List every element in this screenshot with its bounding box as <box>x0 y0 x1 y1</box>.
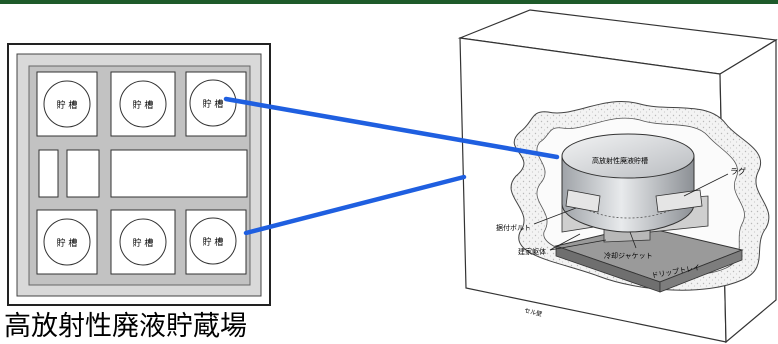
tank-label: 貯 槽 <box>203 236 224 248</box>
tank-label: 貯 槽 <box>57 237 78 249</box>
tank-cell: 貯 槽 <box>110 209 176 275</box>
storage-plan: 貯 槽 貯 槽 貯 槽 貯 槽 貯 槽 貯 槽 <box>7 43 271 306</box>
facility-caption: 高放射性廃液貯蔵場 <box>4 311 247 342</box>
tank-label: 貯 槽 <box>57 99 78 111</box>
tank-label: 貯 槽 <box>133 99 154 111</box>
small-cell <box>66 149 100 198</box>
tank-symbol <box>119 218 167 266</box>
leader-lug <box>683 173 729 197</box>
tank-label: 貯 槽 <box>203 98 224 110</box>
label-tank: 高放射性廃液貯槽 <box>592 156 648 165</box>
tank-top <box>561 133 695 179</box>
tank-symbol <box>43 218 91 266</box>
label-cooling-jacket: 冷却ジャケット <box>604 251 653 260</box>
corridor-cell <box>110 149 248 198</box>
tank-cell: 貯 槽 <box>110 71 176 137</box>
label-lug: ラグ <box>730 166 746 176</box>
label-anchor-bolt: 据付ボルト <box>496 223 531 232</box>
tank-cell: 貯 槽 <box>185 209 247 275</box>
tank-cell: 貯 槽 <box>185 71 247 137</box>
leader-building-body <box>549 233 581 251</box>
tank-cutaway: 高放射性廃液貯槽 ラグ 据付ボルト 建家躯体 冷却ジャケット ドリップトレイ セ… <box>457 9 778 344</box>
tank-cell: 貯 槽 <box>36 209 98 275</box>
connector-line <box>223 96 560 160</box>
header-rule <box>0 0 778 4</box>
drip-tray-edge <box>659 249 743 293</box>
connector-line <box>243 174 467 236</box>
tank-lug <box>565 189 601 213</box>
small-cell <box>38 149 59 198</box>
label-cell-wall: セル壁 <box>524 306 543 318</box>
label-building-body: 建家躯体 <box>518 247 546 256</box>
tank-symbol <box>189 217 237 265</box>
tank-symbol <box>119 80 167 128</box>
tank-cell: 貯 槽 <box>36 71 98 137</box>
leader-cooling-jacket <box>629 231 637 249</box>
tank-label: 貯 槽 <box>133 237 154 249</box>
leader-building-body <box>549 239 607 251</box>
tank-lug <box>655 189 703 213</box>
leader-anchor-bolt <box>533 207 577 225</box>
tank-symbol <box>43 80 91 128</box>
